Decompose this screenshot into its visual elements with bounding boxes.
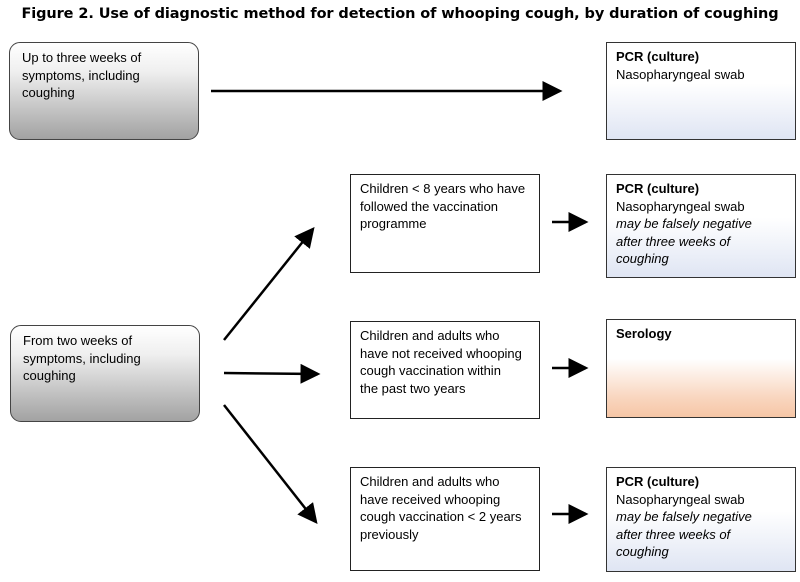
early-line-2: symptoms, including	[22, 67, 140, 83]
vaccinated-line-1: Children and adults who	[360, 474, 500, 489]
children-group-box: Children < 8 years who have followed the…	[350, 174, 540, 273]
early-line-1: Up to three weeks of	[22, 50, 142, 65]
late-line-1: From two weeks of	[23, 333, 133, 348]
late-line-3: coughing	[23, 368, 76, 383]
vaccinated-line-2: have received whooping	[360, 491, 501, 507]
late-line-2: symptoms, including	[23, 350, 141, 366]
result-children-pcr-box: PCR (culture) Nasopharyngeal swab may be…	[606, 174, 796, 278]
early-line-3: coughing	[22, 85, 75, 100]
result-children-method: Nasopharyngeal swab	[616, 198, 745, 214]
result-top-pcr-box: PCR (culture) Nasopharyngeal swab	[606, 42, 796, 140]
children-line-3: programme	[360, 216, 427, 231]
result-vaccinated-note-3: coughing	[616, 544, 669, 559]
arrow-late-to-vaccinated	[223, 404, 318, 524]
vaccinated-group-box: Children and adults who have received wh…	[350, 467, 540, 571]
not-vaccinated-group-box: Children and adults who have not receive…	[350, 321, 540, 419]
result-vaccinated-note-1: may be falsely negative	[616, 509, 752, 524]
figure-title: Figure 2. Use of diagnostic method for d…	[21, 6, 779, 22]
result-serology-box: Serology	[606, 319, 796, 418]
arrow-late-to-children	[223, 227, 315, 341]
result-top-method: Nasopharyngeal swab	[616, 66, 745, 82]
result-vaccinated-method: Nasopharyngeal swab	[616, 491, 745, 507]
not-vaccinated-line-2: have not received whooping	[360, 345, 522, 361]
children-line-1: Children < 8 years who have	[360, 181, 526, 196]
result-top-head: PCR (culture)	[616, 49, 700, 64]
arrow-late-to-not-vaccinated	[223, 363, 321, 384]
result-vaccinated-pcr-box: PCR (culture) Nasopharyngeal swab may be…	[606, 467, 796, 572]
early-symptoms-box: Up to three weeks of symptoms, including…	[9, 42, 199, 140]
result-children-note-2: after three weeks of	[616, 233, 731, 249]
vaccinated-line-3: cough vaccination < 2 years	[360, 509, 522, 524]
result-children-head: PCR (culture)	[616, 181, 700, 196]
not-vaccinated-line-3: cough vaccination within	[360, 363, 501, 378]
children-line-2: followed the vaccination	[360, 198, 499, 214]
result-children-note-1: may be falsely negative	[616, 216, 752, 231]
result-children-note-3: coughing	[616, 251, 669, 266]
result-vaccinated-head: PCR (culture)	[616, 474, 700, 489]
result-serology-head: Serology	[616, 326, 672, 341]
not-vaccinated-line-4: the past two years	[360, 380, 466, 396]
result-vaccinated-note-2: after three weeks of	[616, 526, 731, 542]
late-symptoms-box: From two weeks of symptoms, including co…	[10, 325, 200, 422]
not-vaccinated-line-1: Children and adults who	[360, 328, 500, 343]
vaccinated-line-4: previously	[360, 526, 419, 542]
